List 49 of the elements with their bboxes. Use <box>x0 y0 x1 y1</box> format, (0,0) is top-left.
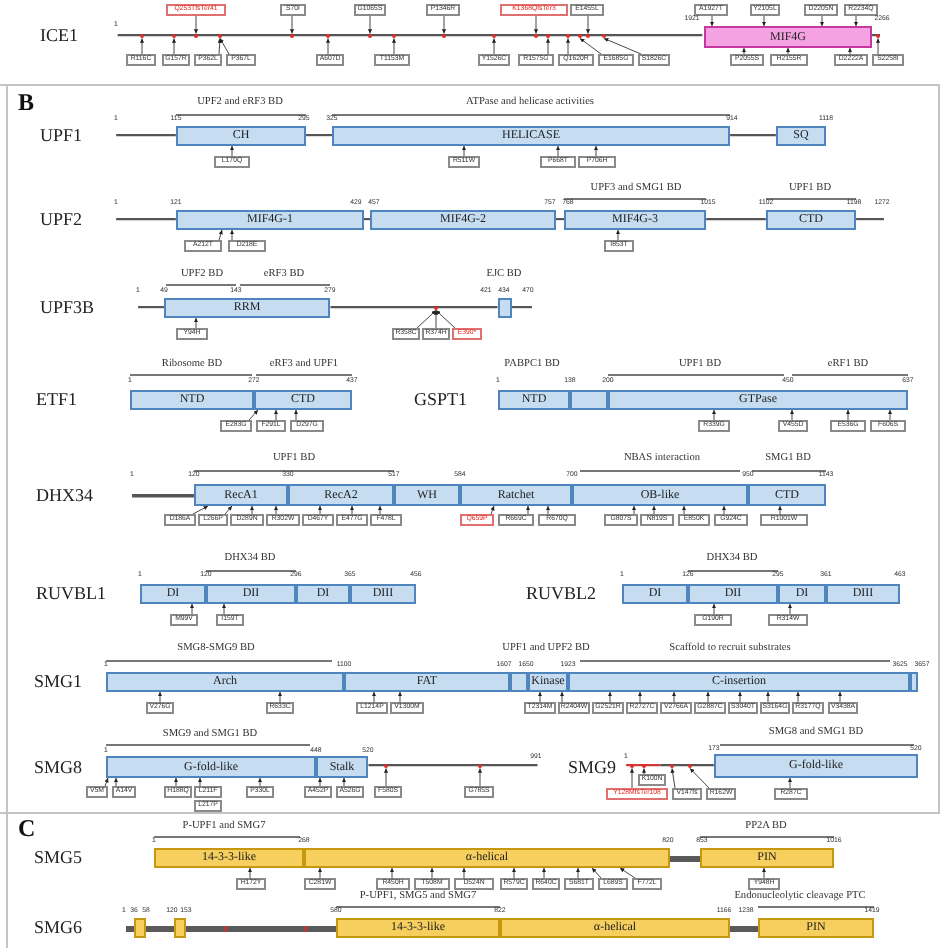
leader-line <box>249 505 255 515</box>
leader-line <box>651 505 657 515</box>
domain-box <box>910 672 918 692</box>
leader-line <box>847 47 853 55</box>
protein-name: UPF3B <box>40 299 95 317</box>
leader-line <box>317 505 323 515</box>
protein-name: SMG8 <box>34 759 83 777</box>
leader-line <box>113 777 119 787</box>
leader-line <box>741 47 747 55</box>
protein-name: RUVBL2 <box>526 585 597 603</box>
leader-line <box>341 777 347 787</box>
panel-letter: B <box>18 90 35 114</box>
leader-line <box>777 505 783 515</box>
panel-letter: C <box>18 816 36 840</box>
protein-name: GSPT1 <box>414 391 468 409</box>
leader-line <box>173 777 179 787</box>
leader-line <box>257 777 263 787</box>
protein-name: SMG1 <box>34 673 83 691</box>
protein-name: DHX34 <box>36 487 93 505</box>
leader-line <box>349 505 355 515</box>
leader-line <box>591 867 602 879</box>
domain-box <box>510 672 528 692</box>
leader-line <box>197 777 203 787</box>
protein-name: UPF1 <box>40 127 83 145</box>
leader-line <box>641 767 647 775</box>
leader-line <box>721 505 727 515</box>
leader-line <box>224 505 233 515</box>
domain-box <box>498 298 512 318</box>
protein-name: ICE1 <box>40 27 78 45</box>
protein-name: UPF2 <box>40 211 83 229</box>
leader-line <box>785 47 791 55</box>
leader-line <box>248 409 259 421</box>
protein-name: SMG9 <box>568 759 617 777</box>
domain-box <box>570 390 608 410</box>
protein-name: SMG6 <box>34 919 83 937</box>
domain-box <box>174 918 186 938</box>
leader-line <box>317 777 323 787</box>
protein-name: ETF1 <box>36 391 78 409</box>
domain-box <box>134 918 146 938</box>
leader-line <box>545 505 551 515</box>
leader-line <box>681 505 687 515</box>
leader-line <box>377 505 383 515</box>
protein-name: SMG5 <box>34 849 83 867</box>
leader-line <box>525 505 531 515</box>
leader-line <box>490 505 495 515</box>
protein-name: RUVBL1 <box>36 585 107 603</box>
leader-line <box>273 505 279 515</box>
leader-line <box>631 505 637 515</box>
leader-line <box>104 777 109 787</box>
